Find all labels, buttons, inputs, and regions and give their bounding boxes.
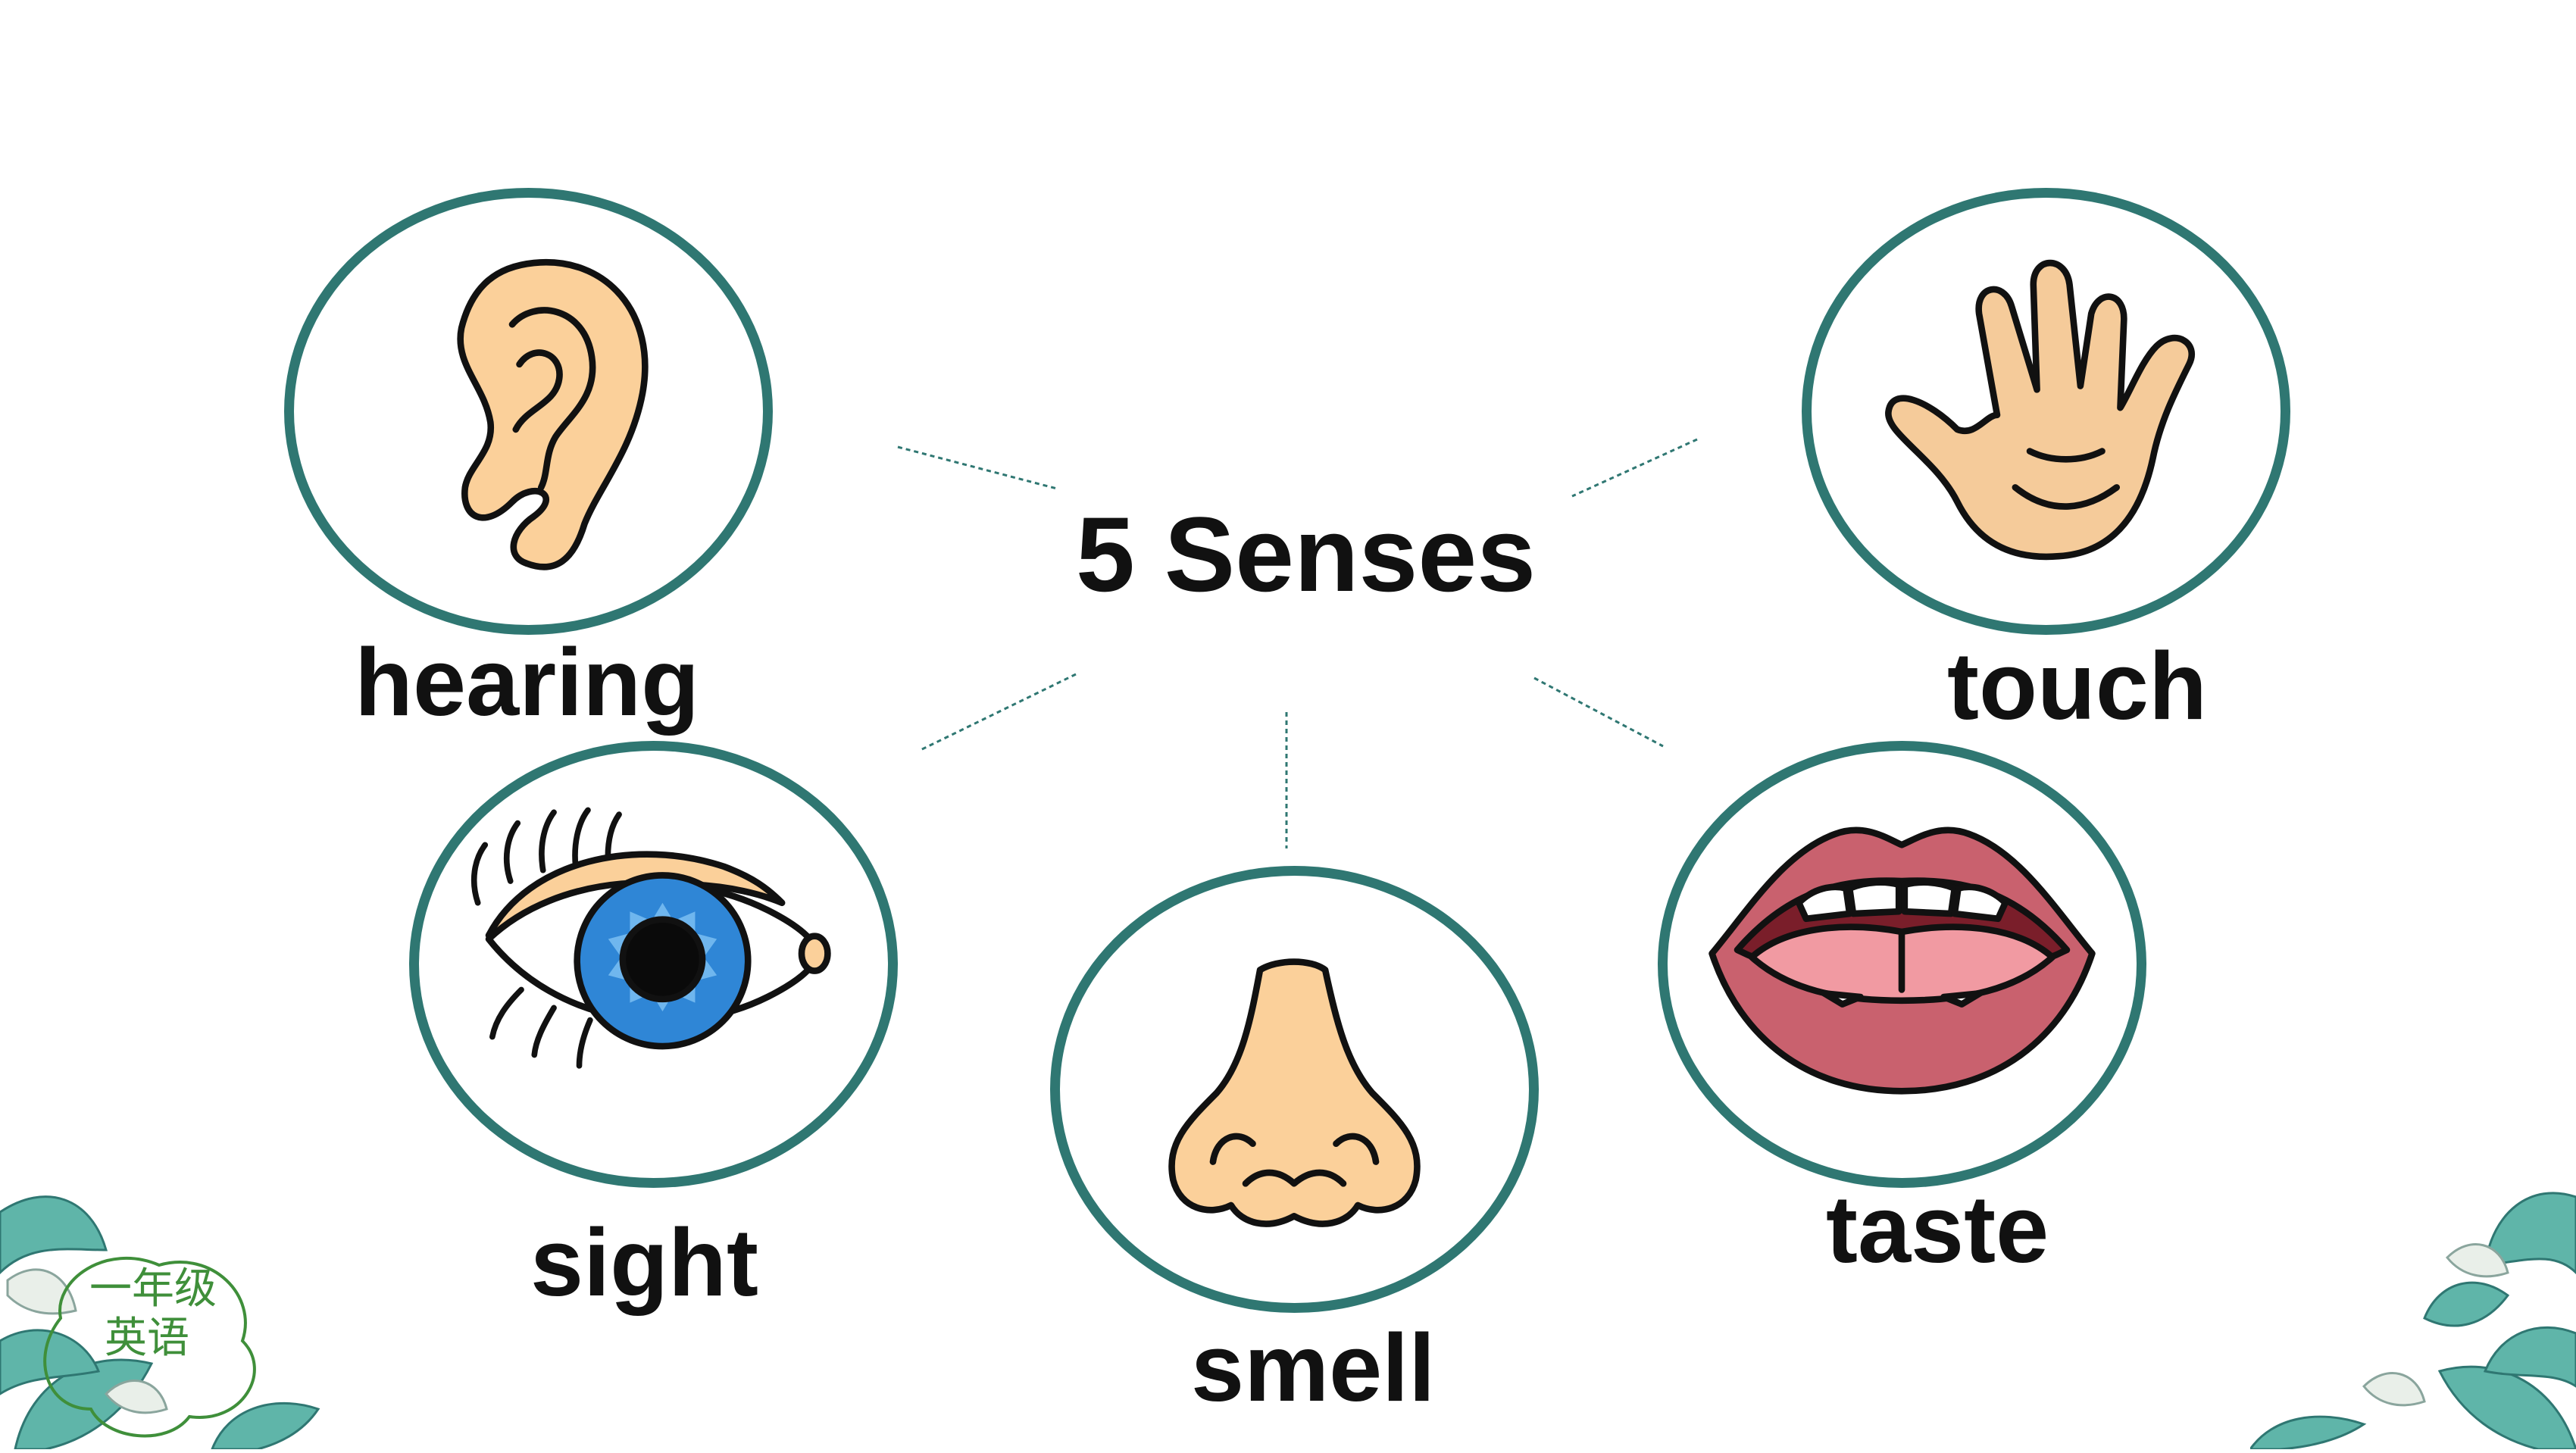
foliage-icon bbox=[0, 1195, 320, 1451]
badge-line-2: 英语 bbox=[105, 1314, 189, 1363]
foliage-icon bbox=[2248, 1192, 2576, 1451]
mouth-icon bbox=[1708, 826, 2096, 1095]
smell-label: smell bbox=[1191, 1314, 1436, 1421]
badge-line-1: 一年级 bbox=[89, 1264, 217, 1314]
connector-touch bbox=[1571, 438, 1698, 498]
ear-icon bbox=[457, 258, 649, 570]
bottom-right-decoration bbox=[2248, 1167, 2576, 1451]
connector-hearing bbox=[897, 445, 1058, 490]
bottom-left-decoration: 一年级 英语 bbox=[0, 1167, 326, 1451]
connector-taste bbox=[1533, 677, 1664, 748]
sight-circle bbox=[409, 741, 898, 1188]
sight-label: sight bbox=[530, 1209, 758, 1316]
hand-icon bbox=[1885, 259, 2196, 561]
nose-icon bbox=[1168, 958, 1421, 1227]
connector-sight bbox=[920, 673, 1077, 751]
touch-circle bbox=[1802, 188, 2290, 635]
taste-label: taste bbox=[1826, 1176, 2049, 1283]
hearing-circle bbox=[284, 188, 773, 635]
diagram-title: 5 Senses bbox=[1076, 495, 1537, 614]
hearing-label: hearing bbox=[355, 629, 700, 736]
eye-icon bbox=[470, 807, 831, 1069]
taste-circle bbox=[1658, 741, 2146, 1188]
touch-label: touch bbox=[1947, 633, 2207, 739]
smell-circle bbox=[1050, 866, 1539, 1313]
